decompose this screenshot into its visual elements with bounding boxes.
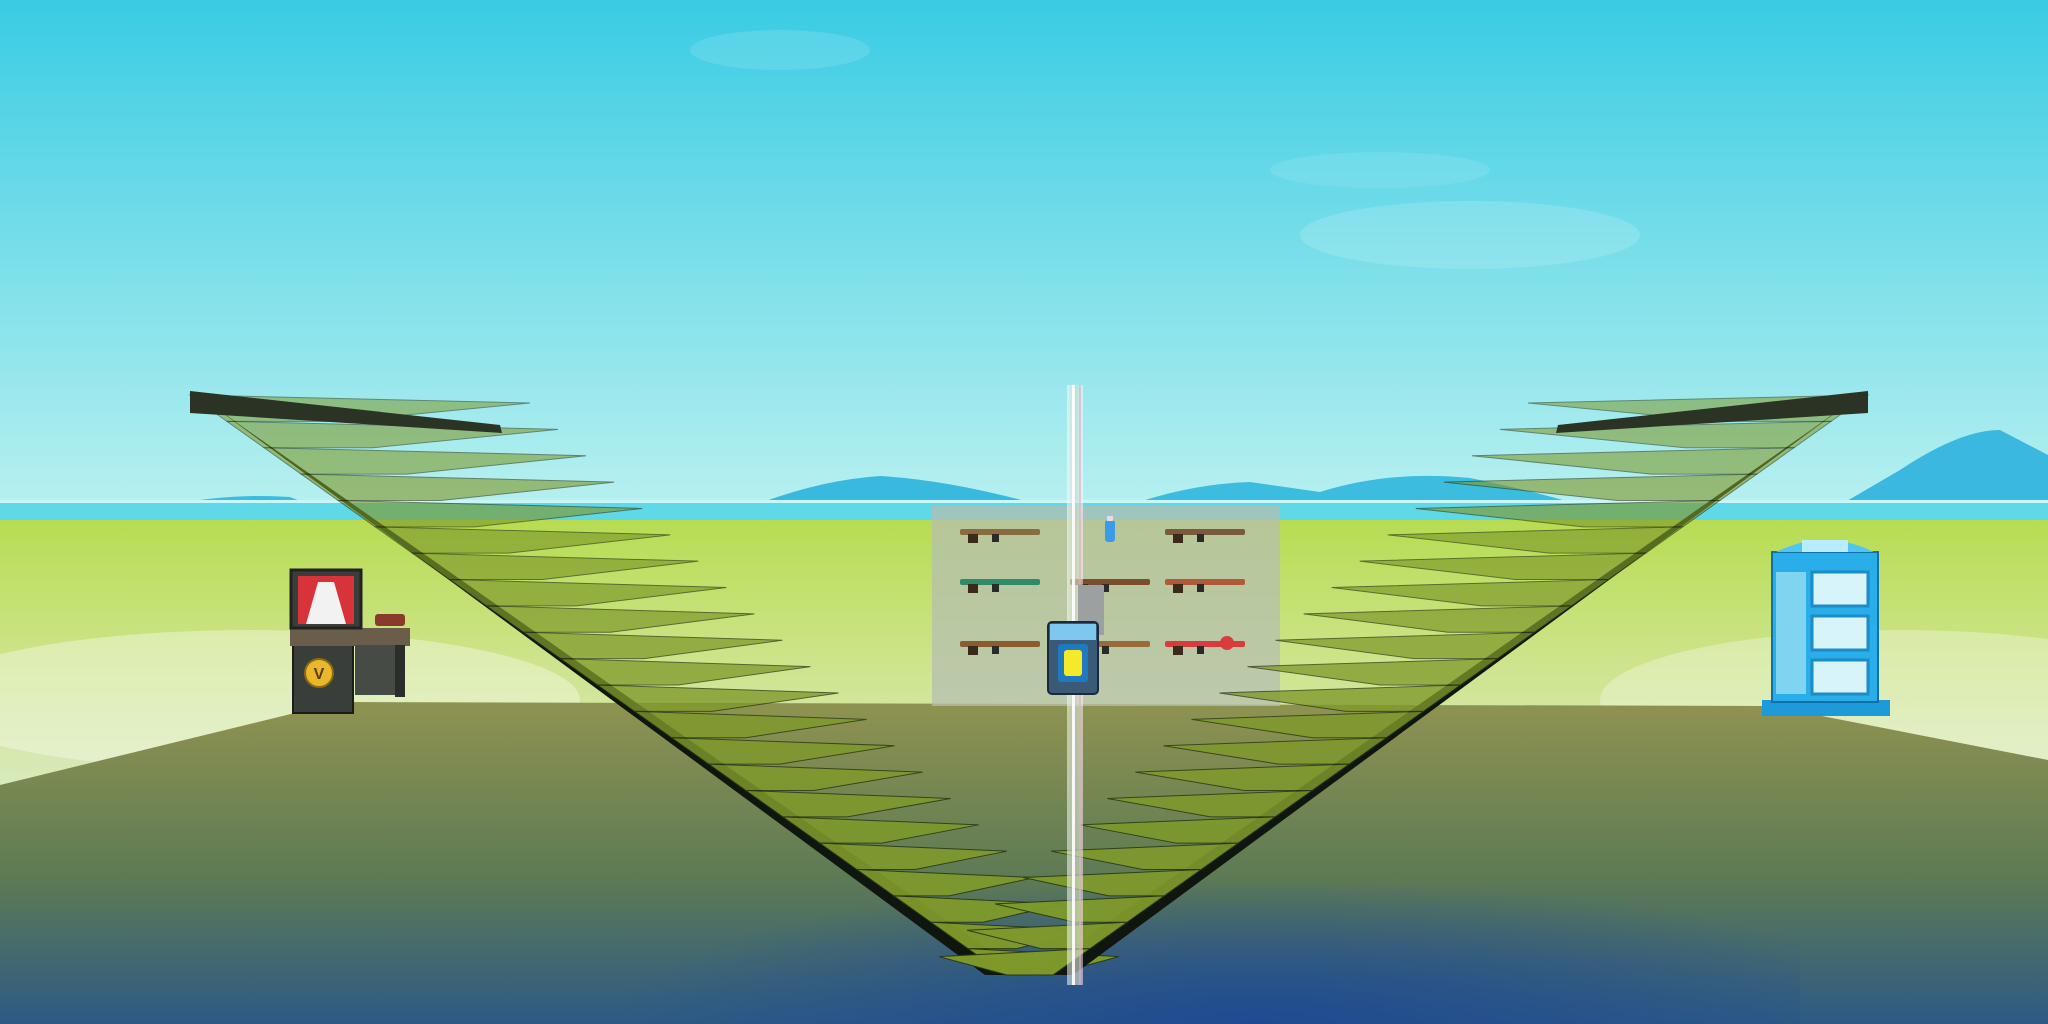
booth-window-2 [1810, 614, 1870, 652]
stair-step [1107, 789, 1314, 818]
stair-step [1331, 578, 1611, 607]
stair-step [1163, 737, 1389, 765]
bench-emblem-letter: V [314, 666, 325, 683]
stair-step [410, 552, 699, 581]
stair-step [1359, 552, 1648, 581]
right-staircase [938, 389, 1870, 976]
stair-step [669, 737, 895, 765]
stair-step [1443, 473, 1759, 501]
weapon-vending-display[interactable] [932, 506, 1280, 706]
stair-step [855, 868, 1035, 897]
stair-step [558, 658, 811, 686]
stair-step [1191, 710, 1426, 739]
stair-step [336, 499, 643, 528]
stair-step [1303, 605, 1574, 633]
assault-rifle-icon[interactable] [1165, 579, 1245, 593]
smg-icon[interactable] [1165, 529, 1245, 543]
stair-step [1051, 842, 1240, 871]
stair-step [1415, 499, 1722, 528]
stair-step [595, 684, 839, 712]
left-staircase [188, 389, 1120, 976]
stair-step [1275, 631, 1537, 660]
stair-step [632, 710, 867, 739]
capsule-energy-cell [1064, 650, 1082, 676]
stair-step [373, 526, 671, 554]
stair-step [1079, 816, 1277, 844]
stair-step [1247, 658, 1500, 686]
stair-top-landing [190, 391, 502, 433]
cloud [690, 30, 870, 70]
booth-sign [1802, 540, 1848, 552]
booth-window-3 [1810, 658, 1870, 696]
stair-step [744, 789, 951, 818]
booth-base [1762, 700, 1890, 716]
stair-step [1471, 447, 1796, 475]
bench-display-beam [306, 582, 346, 624]
horizon-line [0, 500, 2048, 503]
stair-step [299, 473, 615, 501]
stair-step [781, 816, 979, 844]
bench-leg [395, 645, 405, 697]
potion-icon[interactable] [1105, 516, 1115, 542]
stair-step [1219, 684, 1463, 712]
stair-top-landing [1556, 391, 1868, 433]
stair-step [938, 948, 1092, 976]
stair-step [1135, 763, 1352, 791]
bench-emblem-coin [304, 658, 334, 688]
rifle-icon[interactable] [960, 579, 1040, 593]
capsule-top [1050, 624, 1096, 640]
rocket-launcher-icon[interactable] [1165, 636, 1245, 655]
pistol-icon[interactable] [960, 641, 1040, 655]
stair-step [1387, 526, 1685, 554]
upgrade-bench[interactable]: V [289, 568, 410, 714]
loot-capsule[interactable] [1047, 585, 1104, 695]
stair-step [521, 631, 783, 660]
phone-booth[interactable] [1762, 540, 1890, 716]
bench-top [290, 628, 410, 646]
stair-step [262, 447, 587, 475]
bench-tool [375, 614, 405, 626]
stair-step [484, 605, 755, 633]
stair-step [966, 921, 1129, 950]
stair-step [818, 842, 1007, 871]
shotgun-icon[interactable] [960, 529, 1040, 543]
cloud [1300, 201, 1640, 269]
booth-side-window [1776, 572, 1806, 694]
cloud [1270, 152, 1490, 188]
stair-step [706, 763, 923, 791]
booth-window-1 [1810, 570, 1870, 608]
stair-step [447, 578, 727, 607]
